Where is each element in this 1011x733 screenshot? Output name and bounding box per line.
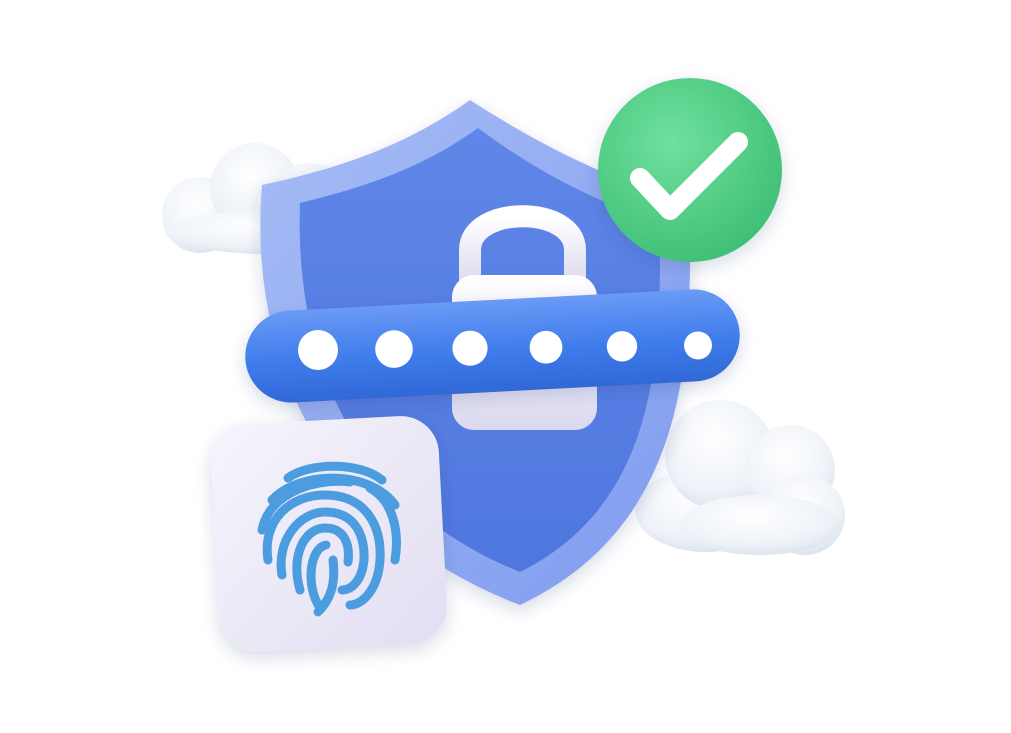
cloud-right-icon bbox=[635, 400, 845, 555]
password-mask-dot bbox=[684, 331, 712, 360]
fingerprint-tile bbox=[211, 416, 447, 652]
fingerprint-icon bbox=[257, 461, 401, 617]
password-mask-dot bbox=[606, 331, 638, 362]
password-mask-dots bbox=[298, 330, 712, 370]
password-mask-dot bbox=[529, 330, 563, 364]
password-mask-dot bbox=[375, 330, 413, 368]
password-field-icon bbox=[245, 289, 740, 403]
password-mask-dot bbox=[298, 330, 338, 370]
password-mask-dot bbox=[452, 330, 488, 366]
checkmark-badge-icon bbox=[598, 78, 782, 262]
